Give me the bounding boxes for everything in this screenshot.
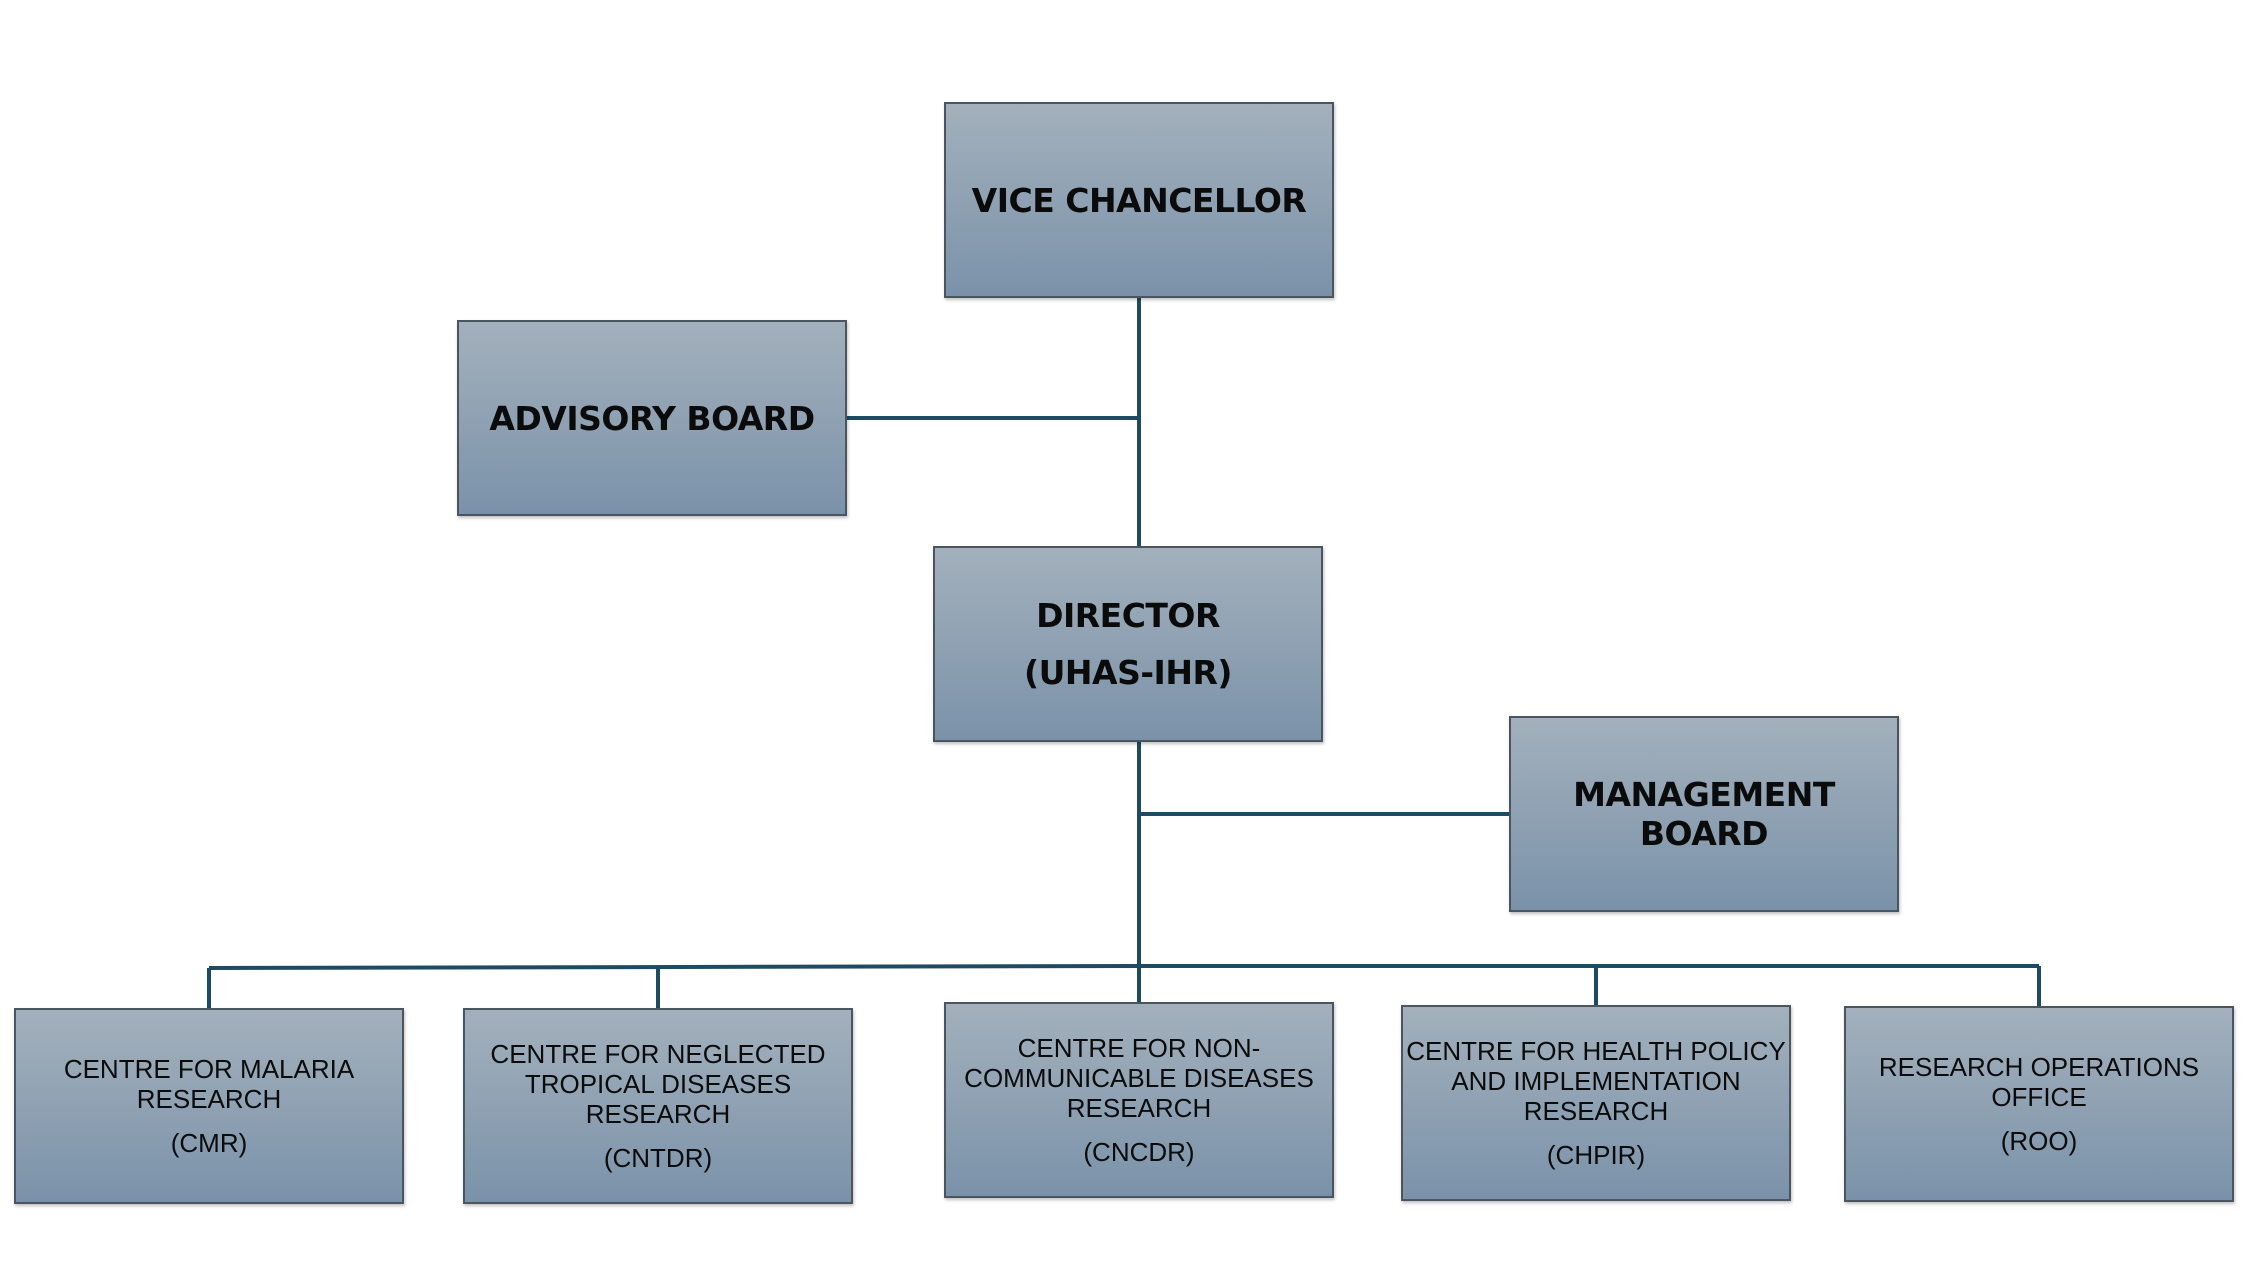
unit-name-line: RESEARCH	[1066, 1093, 1212, 1123]
vice-chancellor-label: VICE CHANCELLOR	[971, 180, 1307, 220]
unit-abbreviation: (ROO)	[2000, 1126, 2078, 1156]
unit-name-line: COMMUNICABLE DISEASES	[964, 1063, 1314, 1093]
unit-name-line: RESEARCH	[136, 1084, 282, 1114]
unit-name-line: OFFICE	[1991, 1082, 2087, 1112]
unit-name-line: CENTRE FOR MALARIA	[63, 1054, 355, 1084]
unit-name-line: CENTRE FOR NEGLECTED	[490, 1039, 826, 1069]
director-box: DIRECTOR (UHAS-IHR)	[933, 546, 1323, 742]
unit-name-line: RESEARCH	[1523, 1096, 1669, 1126]
unit-box-cncdr: CENTRE FOR NON- COMMUNICABLE DISEASES RE…	[944, 1002, 1334, 1198]
unit-name-line: TROPICAL DISEASES	[524, 1069, 792, 1099]
unit-name-line: CENTRE FOR HEALTH POLICY	[1406, 1036, 1786, 1066]
unit-abbreviation: (CNCDR)	[1083, 1137, 1195, 1167]
unit-name-line: AND IMPLEMENTATION	[1451, 1066, 1741, 1096]
unit-abbreviation: (CNTDR)	[603, 1143, 713, 1173]
bus-left	[208, 964, 1140, 970]
management-board-box: MANAGEMENT BOARD	[1509, 716, 1899, 912]
unit-name-line: CENTRE FOR NON-	[1017, 1033, 1261, 1063]
unit-name-line: RESEARCH OPERATIONS	[1878, 1052, 2200, 1082]
advisory-board-box: ADVISORY BOARD	[457, 320, 847, 516]
unit-box-cntdr: CENTRE FOR NEGLECTED TROPICAL DISEASES R…	[463, 1008, 853, 1204]
unit-box-roo: RESEARCH OPERATIONS OFFICE (ROO)	[1844, 1006, 2234, 1202]
unit-name-line: RESEARCH	[585, 1099, 731, 1129]
unit-box-chpir: CENTRE FOR HEALTH POLICY AND IMPLEMENTAT…	[1401, 1005, 1791, 1201]
director-label: DIRECTOR	[1036, 596, 1220, 635]
unit-abbreviation: (CMR)	[170, 1128, 248, 1158]
management-board-label: MANAGEMENT BOARD	[1573, 775, 1835, 853]
vice-chancellor-box: VICE CHANCELLOR	[944, 102, 1334, 298]
unit-abbreviation: (CHPIR)	[1546, 1140, 1646, 1170]
advisory-board-label: ADVISORY BOARD	[489, 398, 815, 438]
unit-box-cmr: CENTRE FOR MALARIA RESEARCH (CMR)	[14, 1008, 404, 1204]
director-subtitle: (UHAS-IHR)	[1024, 653, 1232, 692]
